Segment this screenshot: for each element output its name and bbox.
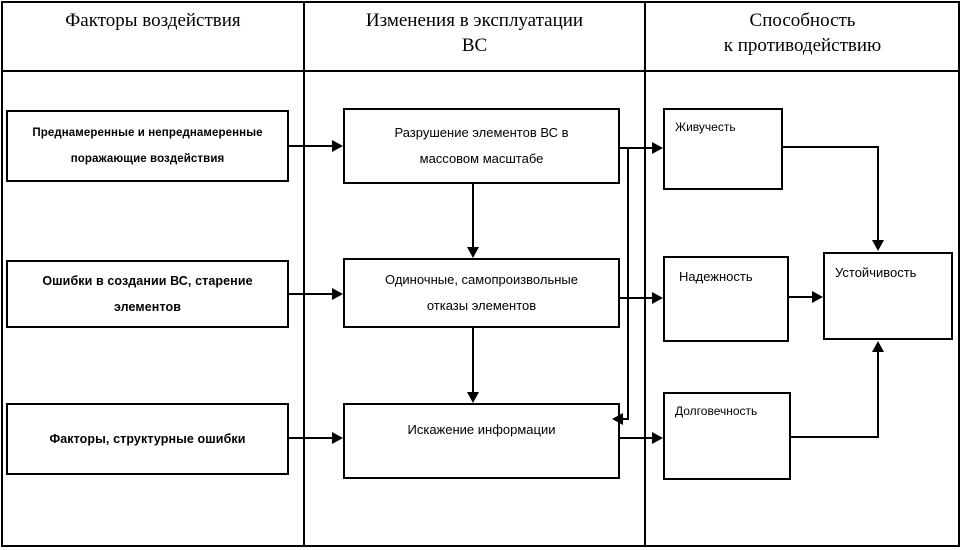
edge-bus-vertical	[627, 147, 629, 419]
edge-c2r1-c2r2	[472, 184, 474, 247]
edge-survivability-stability-h	[783, 146, 879, 148]
arrowhead-c1r3-c2r3	[332, 432, 343, 444]
node-c1r1-line2: поражающие воздействия	[70, 153, 225, 165]
edge-c2r2-c2r3	[472, 328, 474, 392]
node-c2r1-line2: массовом масштабе	[419, 151, 544, 166]
node-c1r1-line1: Преднамеренные и непреднамеренные	[32, 127, 263, 139]
arrowhead-c2r1-c2r2	[467, 247, 479, 258]
node-stability[interactable]: Устойчивость	[823, 252, 953, 340]
edge-reliability-stability	[789, 296, 813, 298]
node-mass-destruction-elements[interactable]: Разрушение элементов ВС в массовом масшт…	[343, 108, 620, 184]
arrowhead-bus-into-c2r3	[612, 413, 623, 425]
node-single-spontaneous-failures[interactable]: Одиночные, самопроизвольные отказы элеме…	[343, 258, 620, 328]
arrowhead-c1r2-c2r2	[332, 288, 343, 300]
column-header-1: Факторы воздействия	[3, 8, 303, 33]
edge-survivability-stability-v	[877, 146, 879, 240]
column-header-3: Способность к противодействию	[646, 8, 959, 58]
header-separator	[1, 70, 960, 72]
column-header-2-line2: ВС	[461, 35, 488, 56]
node-information-distortion[interactable]: Искажение информации	[343, 403, 620, 479]
node-c1r3-line1: Факторы, структурные ошибки	[49, 432, 246, 446]
node-impact-factors-deliberate[interactable]: Преднамеренные и непреднамеренные поража…	[6, 110, 289, 182]
arrowhead-reliability-stability	[812, 291, 823, 303]
column-header-3-line1: Способность	[749, 10, 856, 31]
column-header-2-line1: Изменения в эксплуатации	[365, 10, 584, 31]
node-c1r2-line2: элементов	[113, 300, 182, 314]
column-header-1-text: Факторы воздействия	[65, 10, 241, 31]
node-c3out-text: Устойчивость	[835, 265, 917, 280]
arrowhead-survivability-stability	[872, 240, 884, 251]
column-divider-1	[303, 1, 305, 547]
edge-c2r1-survivability	[620, 147, 653, 149]
node-impact-factors-design-errors[interactable]: Ошибки в создании ВС, старение элементов	[6, 260, 289, 328]
arrowhead-c2r3-durability	[652, 432, 663, 444]
edge-c1r1-c2r1	[289, 145, 332, 147]
node-impact-factors-structural-errors[interactable]: Факторы, структурные ошибки	[6, 403, 289, 475]
edge-bus-into-c2r3	[620, 418, 629, 420]
arrowhead-c2r1-survivability	[652, 142, 663, 154]
node-reliability[interactable]: Надежность	[663, 256, 789, 342]
column-divider-2	[644, 1, 646, 547]
column-header-2: Изменения в эксплуатации ВС	[305, 8, 644, 58]
edge-c2r3-durability	[620, 437, 653, 439]
edge-c1r2-c2r2	[289, 293, 332, 295]
arrowhead-c2r2-reliability	[652, 292, 663, 304]
arrowhead-durability-stability	[872, 341, 884, 352]
node-c3r3-text: Долговечность	[675, 404, 758, 418]
node-c2r3-line1: Искажение информации	[407, 422, 556, 437]
arrowhead-c1r1-c2r1	[332, 140, 343, 152]
node-c2r2-line1: Одиночные, самопроизвольные	[385, 272, 578, 287]
edge-durability-stability-v	[877, 352, 879, 438]
node-c2r1-line1: Разрушение элементов ВС в	[394, 125, 569, 140]
arrowhead-c2r2-c2r3	[467, 392, 479, 403]
column-header-3-line2: к противодействию	[723, 35, 882, 56]
edge-durability-stability-h	[791, 436, 879, 438]
node-c3r2-text: Надежность	[679, 269, 753, 284]
node-survivability[interactable]: Живучесть	[663, 108, 783, 190]
node-c2r2-line2: отказы элементов	[426, 298, 537, 313]
node-c3r1-text: Живучесть	[675, 120, 736, 134]
node-durability[interactable]: Долговечность	[663, 392, 791, 480]
edge-c1r3-c2r3	[289, 437, 332, 439]
node-c1r2-line1: Ошибки в создании ВС, старение	[42, 274, 253, 288]
edge-c2r2-reliability	[620, 297, 653, 299]
